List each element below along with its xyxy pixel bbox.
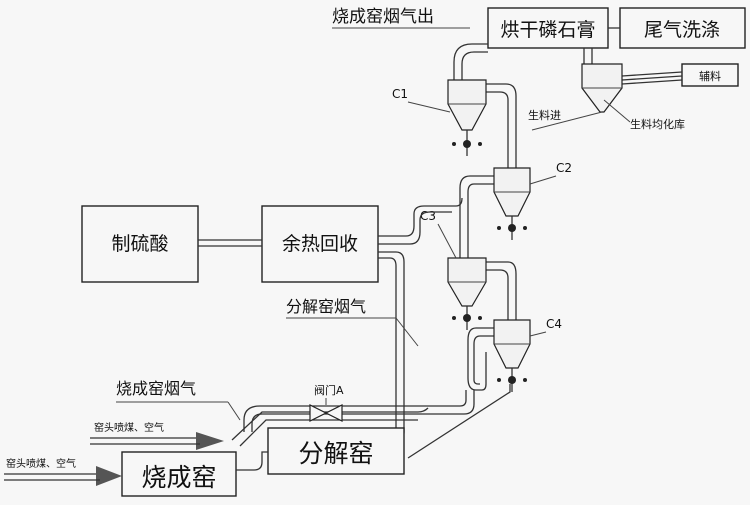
sinter-flue-pointer: [227, 401, 241, 421]
preheater-to-kiln-inner: [243, 390, 467, 432]
c3-valve-dot-r: [478, 316, 482, 320]
c1-to-dryer-inner: [461, 51, 488, 80]
c2-pointer: [529, 175, 557, 185]
c1-c2-duct-outer: [486, 83, 517, 172]
dryer-label: 烘干磷石膏: [500, 18, 595, 41]
valve-a-label: 阀门A: [314, 383, 344, 397]
raw-silo-pointer: [603, 99, 631, 123]
heat-label: 余热回收: [282, 233, 358, 255]
c3-label: C3: [420, 209, 436, 223]
dryer-box: [487, 7, 609, 49]
cyclone-c2-valve: [508, 224, 516, 232]
c1-to-dryer-outer: [453, 43, 488, 80]
acid-box: [81, 205, 199, 283]
c2-label: C2: [556, 161, 572, 175]
head-coal-arrow-2: [96, 466, 122, 486]
c1-pointer: [407, 101, 451, 113]
c3-c4-duct-inner: [486, 269, 509, 324]
c2-c3-duct-inner: [467, 183, 496, 262]
cyclone-c1: [447, 79, 487, 131]
sinter-flue-line-1: [231, 407, 429, 441]
c4-label: C4: [546, 317, 562, 331]
c1-c2-duct-inner: [486, 91, 509, 172]
cyclone-c4-valve: [508, 376, 516, 384]
tail-wash-label: 尾气洗涤: [644, 19, 720, 41]
c4-discharge-line: [407, 384, 511, 459]
aux-line-1: [621, 71, 683, 77]
sinter-kiln-box: [121, 451, 237, 497]
decomp-flue-label: 分解窑烟气: [286, 297, 366, 316]
sinter-flue-label: 烧成窑烟气: [116, 379, 196, 398]
c1-valve-dot-r: [478, 142, 482, 146]
decomp-flue-pointer: [395, 317, 419, 347]
aux-box: [681, 63, 739, 87]
cyclone-c1-valve: [463, 140, 471, 148]
sinter-kiln-label: 烧成窑: [141, 463, 216, 492]
cyclone-c3-valve: [463, 314, 471, 322]
c4-valve-dot-r: [523, 378, 527, 382]
c4-ubend: [467, 327, 496, 391]
raw-silo-label: 生料均化库: [630, 117, 685, 131]
c4-pointer: [529, 331, 547, 337]
raw-in-pointer: [531, 111, 603, 131]
c3-pointer: [437, 223, 457, 259]
head-coal-label-2: 窑头喷煤、空气: [6, 457, 76, 470]
aux-label: 辅料: [699, 69, 721, 83]
aux-line-2: [621, 75, 683, 81]
c1-label: C1: [392, 87, 408, 101]
aux-line-3: [621, 79, 683, 85]
tail-wash-box: [619, 7, 746, 49]
c2-valve-dot-r: [523, 226, 527, 230]
heat-to-preheater-inner: [378, 211, 452, 245]
decomp-flue-duct-inner: [378, 257, 397, 432]
c4-ubend-inner: [473, 335, 496, 385]
kiln-link: [236, 451, 268, 471]
heat-to-preheater-outer: [378, 197, 463, 237]
head-coal-label-1: 窑头喷煤、空气: [94, 421, 164, 434]
sinter-flue-line-2: [239, 419, 418, 447]
c4-valve-dot-l: [497, 378, 501, 382]
acid-label: 制硫酸: [111, 233, 168, 255]
head-coal-arrow-1: [196, 432, 224, 450]
c1-valve-dot-l: [452, 142, 456, 146]
flue-out-label: 烧成窑烟气出: [332, 7, 434, 27]
valve-a-icon: [309, 404, 343, 422]
heat-box: [261, 205, 379, 283]
c2-valve-dot-l: [497, 226, 501, 230]
c3-c4-duct-outer: [486, 261, 517, 324]
c2-c3-duct-outer: [459, 175, 496, 262]
raw-in-label: 生料进: [528, 108, 561, 122]
c3-valve-dot-l: [452, 316, 456, 320]
decomp-kiln-box: [267, 427, 405, 475]
decomp-kiln-label: 分解窑: [298, 439, 373, 468]
preheater-to-kiln-outer: [251, 390, 475, 432]
